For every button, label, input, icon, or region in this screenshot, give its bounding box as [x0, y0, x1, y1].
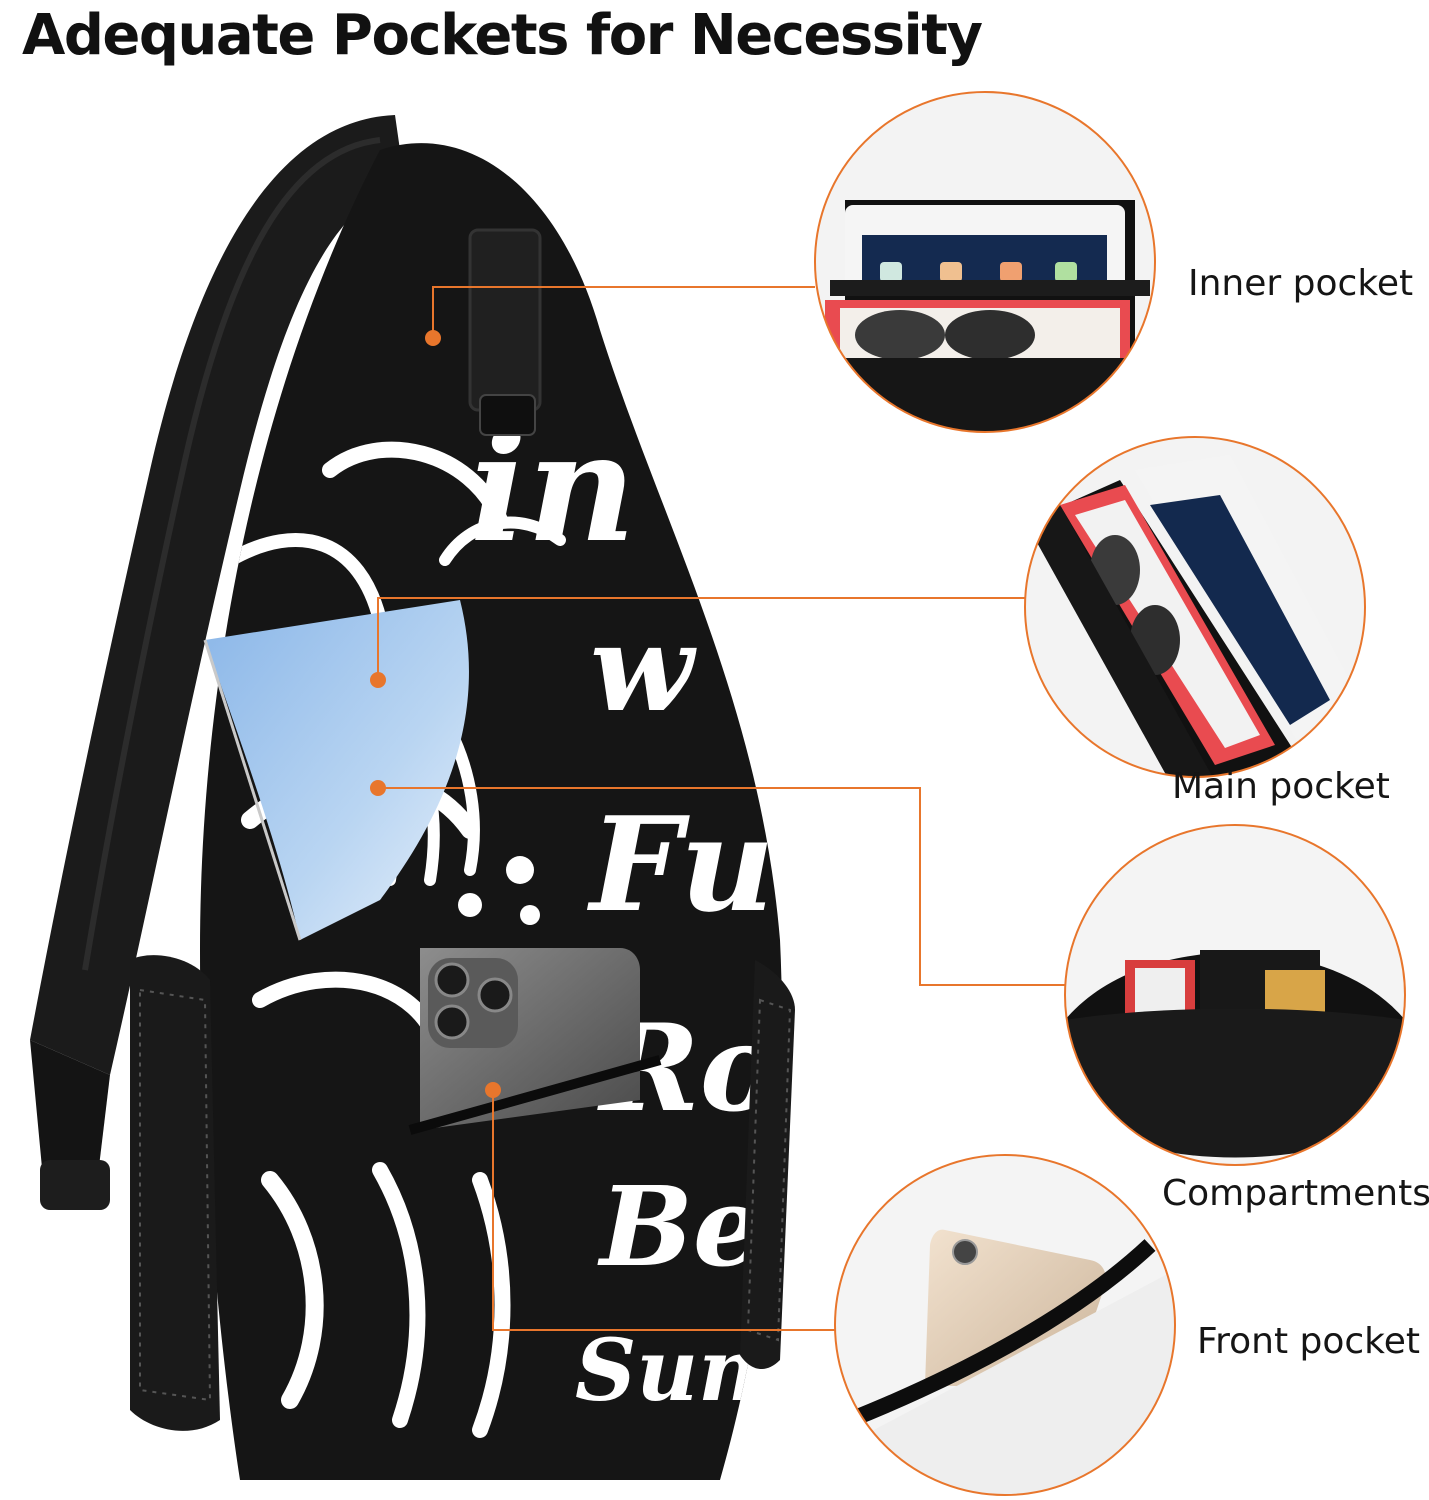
detail-circle-inner-pocket [814, 91, 1156, 433]
label-inner-pocket: Inner pocket [1188, 263, 1414, 304]
detail-circle-compartments [1064, 824, 1406, 1166]
callout-dot-front-pocket [485, 1082, 501, 1098]
detail-circle-front-pocket [834, 1154, 1176, 1496]
shoulder-strap [30, 115, 405, 1210]
page-title: Adequate Pockets for Necessity [22, 3, 983, 68]
label-compartments: Compartments [1162, 1173, 1429, 1214]
print-word-5: Be [597, 1162, 763, 1291]
callout-dot-main-pocket [370, 672, 386, 688]
print-word-2: w [590, 598, 697, 739]
detail-circle-main-pocket [1024, 436, 1366, 778]
callout-lines [377, 286, 1065, 1331]
phone-in-pocket [408, 948, 662, 1135]
callout-dot-inner-pocket [425, 330, 441, 346]
callout-dot-compartments [370, 780, 386, 796]
label-front-pocket: Front pocket [1197, 1321, 1420, 1362]
print-word-3: Fu [586, 788, 775, 941]
book-in-pocket [203, 600, 469, 941]
print-word-6: Sunfl [575, 1321, 822, 1421]
sling-bag: in w Fu Ros Be Sunfl [130, 143, 822, 1481]
label-main-pocket: Main pocket [1172, 766, 1390, 807]
